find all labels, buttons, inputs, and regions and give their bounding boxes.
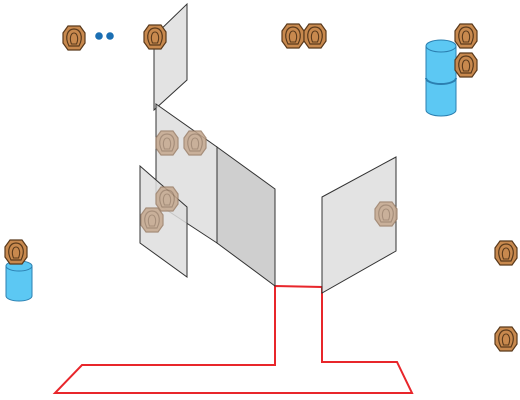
octagon-target-icon <box>140 207 164 233</box>
octagon-target-icon <box>494 326 518 352</box>
octagon-target-icon <box>454 23 478 49</box>
floor-outline <box>52 285 414 394</box>
octagon-target-icon <box>155 130 179 156</box>
wall-panel-top-left <box>153 2 188 112</box>
barrel-icon <box>425 39 457 117</box>
walls <box>139 2 397 294</box>
octagon-target-icon <box>62 25 86 51</box>
wall-panel-right <box>321 156 397 294</box>
blue-dots <box>95 32 114 40</box>
blue-dot-icon <box>106 32 114 40</box>
octagon-target-icon <box>374 201 398 227</box>
octagon-target-icon <box>183 130 207 156</box>
wall-panel-center-side <box>216 146 276 287</box>
octagon-target-icon <box>281 23 305 49</box>
octagon-target-icon <box>494 240 518 266</box>
octagon-target-icon <box>143 24 167 50</box>
blue-dot-icon <box>95 32 103 40</box>
octagon-target-icon <box>303 23 327 49</box>
octagon-target-icon <box>454 52 478 78</box>
barrel-icon <box>5 260 33 302</box>
octagon-target-icon <box>4 239 28 265</box>
octagon-target-icon <box>155 186 179 212</box>
